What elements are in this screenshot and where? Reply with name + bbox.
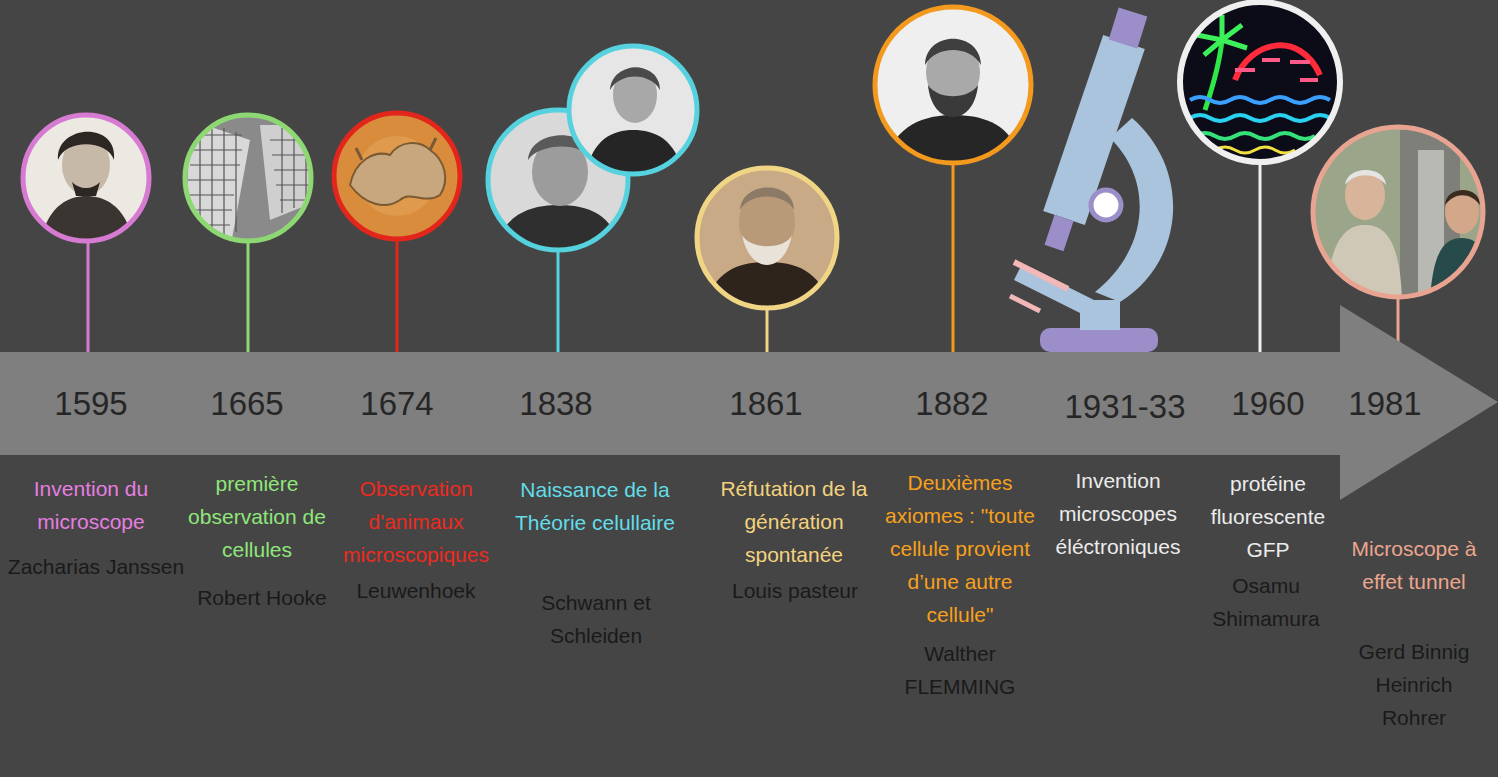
year-label: 1665 <box>210 384 283 424</box>
event-description: Réfutation de la génération spontanée <box>709 472 879 571</box>
event-description: Observation d'animaux microscopiques <box>336 472 496 571</box>
year-label: 1838 <box>519 384 592 424</box>
portrait <box>695 166 840 311</box>
year-label: 1931-33 <box>1064 387 1185 427</box>
microscope-icon <box>1010 12 1173 352</box>
scientist-name: Robert Hooke <box>187 581 337 614</box>
scientist-name: Osamu Shimamura <box>1201 569 1331 635</box>
event-description: Invention microscopes éléctroniques <box>1043 464 1193 563</box>
event-description: Naissance de la Théorie celullaire <box>510 473 680 539</box>
scientist-name: Gerd Binnig Heinrich Rohrer <box>1349 635 1479 734</box>
event-description: Microscope à effet tunnel <box>1349 532 1479 598</box>
year-label: 1674 <box>360 384 433 424</box>
scientist-name: Schwann et Schleiden <box>526 586 666 652</box>
portrait <box>565 44 705 180</box>
portrait <box>20 112 155 248</box>
event-description: Deuxièmes axiomes : "toute cellule provi… <box>880 466 1040 631</box>
year-label: 1861 <box>729 384 802 424</box>
year-label: 1981 <box>1348 384 1421 424</box>
micro-organism <box>330 110 470 250</box>
scientist-name: Leuwenhoek <box>341 574 491 607</box>
scientist-name: Walther FLEMMING <box>895 637 1025 703</box>
photo <box>1310 125 1492 300</box>
cell-drawing <box>180 110 320 250</box>
gfp-picture <box>1178 0 1343 165</box>
timeline-arrow: 1595 1665 1674 1838 1861 1882 1931-33 1960 1981 <box>0 305 1498 500</box>
portrait <box>872 4 1034 166</box>
year-label: 1882 <box>915 384 988 424</box>
scientist-name: Louis pasteur <box>715 574 875 607</box>
event-description: première observation de cellules <box>187 467 327 566</box>
event-description: protéine fluorescente GFP <box>1198 467 1338 566</box>
scientist-name: Zacharias Janssen <box>4 550 188 583</box>
year-label: 1595 <box>54 384 127 424</box>
event-description: Invention du microscope <box>11 472 171 538</box>
year-label: 1960 <box>1231 384 1304 424</box>
